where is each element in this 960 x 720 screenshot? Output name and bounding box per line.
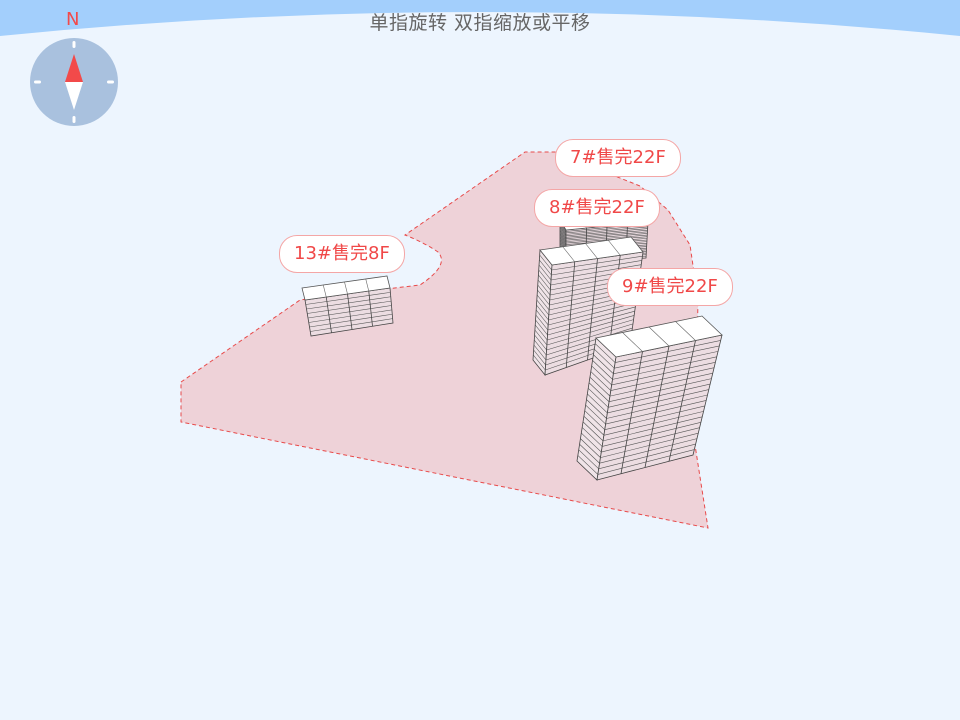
floor-line xyxy=(578,449,599,470)
unit-divider xyxy=(325,296,332,333)
floor-line xyxy=(559,227,567,238)
unit-divider xyxy=(347,293,353,330)
floor-line xyxy=(591,365,612,386)
floor-line xyxy=(582,421,604,442)
unit-divider xyxy=(668,340,696,462)
floor-line xyxy=(536,294,550,311)
roof-divider xyxy=(322,284,327,298)
floor-line xyxy=(592,360,613,380)
floor-line xyxy=(538,269,551,286)
unit-divider xyxy=(368,290,373,327)
gesture-hint: 单指旋转 双指缩放或平移 xyxy=(369,12,591,34)
floor-line xyxy=(594,348,615,369)
floor-line xyxy=(533,354,546,371)
north-label: N xyxy=(66,9,80,30)
floor-line xyxy=(589,376,611,397)
floor-line xyxy=(579,444,600,464)
floor-line xyxy=(585,404,606,425)
floor-line xyxy=(590,371,612,391)
building-label-13[interactable]: 13#售完8F xyxy=(279,235,405,273)
floor-line xyxy=(588,388,609,408)
floor-line xyxy=(594,343,616,363)
floor-line xyxy=(559,225,567,236)
roof-divider xyxy=(608,240,621,256)
floor-line xyxy=(593,354,614,374)
floor-line xyxy=(577,455,599,475)
floor-line xyxy=(537,284,551,301)
roof-divider xyxy=(365,278,370,292)
floor-line xyxy=(588,382,610,402)
building-label-7[interactable]: 7#售完22F xyxy=(555,139,681,177)
floor-line xyxy=(534,334,547,351)
unit-divider xyxy=(587,258,598,361)
unit-divider xyxy=(565,261,576,368)
floor-line xyxy=(559,234,567,245)
floor-line xyxy=(583,416,605,436)
building-label-9[interactable]: 9#售完22F xyxy=(607,268,733,306)
compass-icon[interactable] xyxy=(30,38,118,126)
floor-line xyxy=(559,232,567,244)
unit-divider xyxy=(644,345,670,468)
building-13[interactable] xyxy=(301,275,394,337)
floor-line xyxy=(538,264,552,281)
floor-line xyxy=(587,393,608,414)
floor-line xyxy=(559,230,567,241)
floor-line xyxy=(539,259,552,276)
floor-line xyxy=(536,299,550,316)
floor-line xyxy=(534,339,547,356)
floor-line xyxy=(534,329,548,346)
floor-line xyxy=(537,289,550,306)
floor-line xyxy=(584,410,605,430)
unit-divider xyxy=(620,351,643,474)
roof-divider xyxy=(675,321,696,341)
floor-line xyxy=(586,399,607,419)
floor-line xyxy=(534,324,548,341)
floor-line xyxy=(581,427,603,447)
floor-line xyxy=(538,274,551,291)
roof-divider xyxy=(648,326,670,347)
roof-divider xyxy=(585,243,598,259)
floor-line xyxy=(537,279,551,296)
floor-line xyxy=(581,432,602,453)
floor-line xyxy=(559,237,567,248)
floor-line xyxy=(535,314,549,331)
floor-line xyxy=(535,309,549,326)
floor-line xyxy=(559,235,567,247)
roof-divider xyxy=(622,332,643,352)
floor-line xyxy=(580,438,601,458)
floor-line xyxy=(559,228,567,239)
floor-line xyxy=(533,349,546,366)
building-9[interactable] xyxy=(576,315,723,481)
floor-line xyxy=(533,344,547,361)
floor-line xyxy=(535,319,548,336)
floor-line xyxy=(539,254,552,271)
sky-band xyxy=(0,0,960,36)
floor-line xyxy=(559,231,567,242)
roof-divider xyxy=(562,246,575,262)
roof-divider xyxy=(344,281,348,295)
building-label-8[interactable]: 8#售完22F xyxy=(534,189,660,227)
floor-line xyxy=(536,304,549,321)
